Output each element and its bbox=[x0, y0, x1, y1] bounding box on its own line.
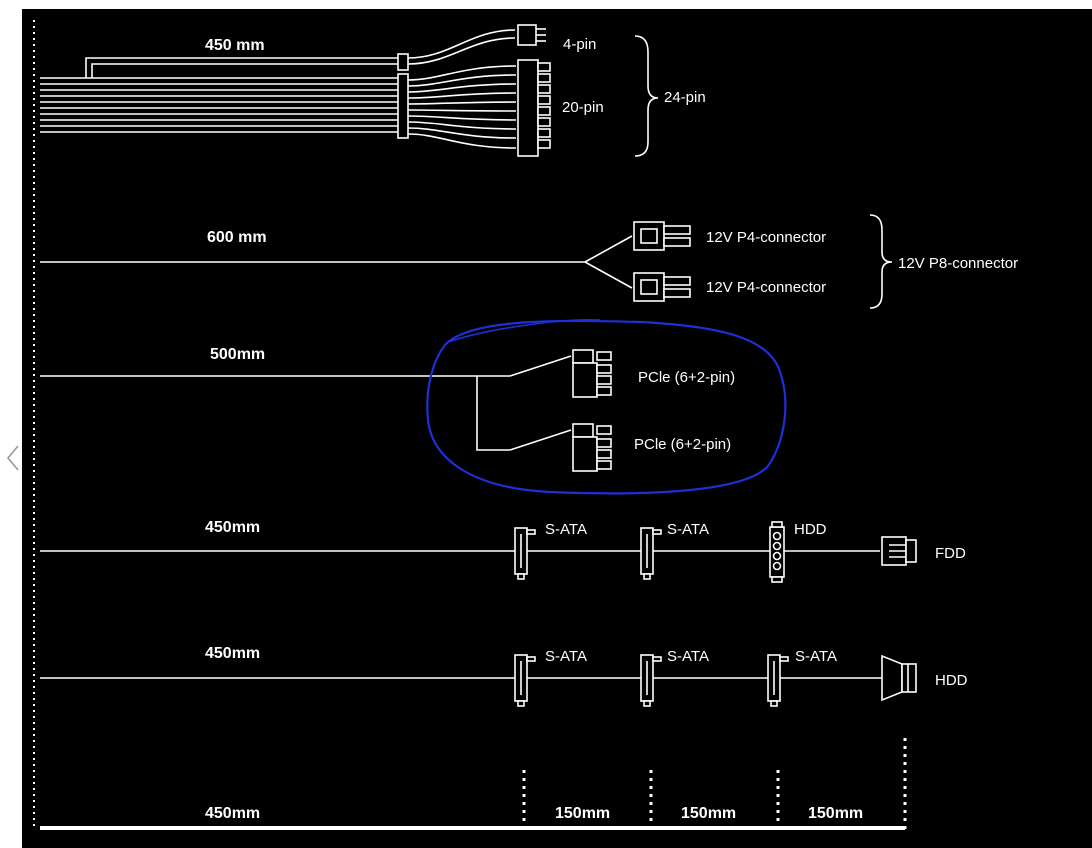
connector-4pin bbox=[517, 24, 546, 46]
cable-length-label: 600 mm bbox=[207, 229, 267, 246]
sleeve-4pin bbox=[397, 53, 409, 71]
scale-label: 450mm bbox=[205, 805, 260, 822]
cable-sata-hdd: 450mm S-ATA S-ATA S-ATA HDD bbox=[40, 645, 968, 707]
scale-label: 150mm bbox=[555, 805, 610, 822]
connector-pcie-b bbox=[572, 423, 612, 472]
connector-label: PCle (6+2-pin) bbox=[634, 436, 731, 453]
brace-icon bbox=[634, 35, 659, 157]
cable-diagram: 450 mm 4-pin bbox=[33, 20, 1018, 830]
group-label: 12V P8-connector bbox=[898, 255, 1018, 272]
cable-sata-hdd-fdd: 450mm S-ATA S-ATA HDD bbox=[40, 519, 966, 583]
cable-length-label: 500mm bbox=[210, 346, 265, 363]
cable-12v-p8: 600 mm 12V P4-connector 12V P4-connector… bbox=[40, 214, 1018, 309]
connector-sata bbox=[640, 527, 662, 580]
connector-label: 12V P4-connector bbox=[706, 229, 826, 246]
connector-label: HDD bbox=[794, 521, 827, 538]
connector-label: S-ATA bbox=[795, 648, 837, 665]
cable-length-label: 450mm bbox=[205, 519, 260, 536]
connector-sata bbox=[767, 654, 789, 707]
length-scale: 450mm 150mm 150mm 150mm bbox=[40, 738, 907, 830]
connector-label: FDD bbox=[935, 545, 966, 562]
connector-label: S-ATA bbox=[545, 648, 587, 665]
wire-bundle bbox=[40, 57, 398, 133]
connector-p4-a bbox=[633, 221, 691, 251]
connector-label: PCle (6+2-pin) bbox=[638, 369, 735, 386]
connector-sata bbox=[514, 527, 536, 580]
group-label: 24-pin bbox=[664, 89, 706, 106]
cable-length-label: 450mm bbox=[205, 645, 260, 662]
connector-fdd bbox=[881, 536, 917, 566]
scale-label: 150mm bbox=[681, 805, 736, 822]
wire-fanout bbox=[407, 65, 517, 149]
connector-sata bbox=[640, 654, 662, 707]
cable-length-label: 450 mm bbox=[205, 37, 265, 54]
sleeve-20pin bbox=[397, 73, 409, 139]
connector-label: 12V P4-connector bbox=[706, 279, 826, 296]
connector-molex-hdd-end bbox=[881, 654, 917, 702]
connector-label: HDD bbox=[935, 672, 968, 689]
cable-24pin: 450 mm 4-pin bbox=[40, 24, 706, 157]
connector-sata bbox=[514, 654, 536, 707]
chevron-left-icon[interactable] bbox=[6, 444, 20, 472]
connector-label: S-ATA bbox=[667, 521, 709, 538]
connector-label: 4-pin bbox=[563, 36, 596, 53]
highlight-annotation bbox=[426, 319, 787, 495]
connector-pcie-a bbox=[572, 349, 612, 398]
connector-20pin bbox=[517, 59, 551, 157]
cable-diagram-panel: 450 mm 4-pin bbox=[22, 9, 1092, 848]
highlight-annotation-overlap bbox=[445, 318, 601, 344]
scale-label: 150mm bbox=[808, 805, 863, 822]
brace-icon bbox=[869, 214, 893, 309]
connector-label: S-ATA bbox=[667, 648, 709, 665]
connector-label: S-ATA bbox=[545, 521, 587, 538]
connector-molex-hdd bbox=[769, 521, 785, 583]
cable-pcie: 500mm PCle (6+2-pin) PCle (6+2-pin) bbox=[40, 318, 787, 495]
connector-p4-b bbox=[633, 272, 691, 302]
connector-label: 20-pin bbox=[562, 99, 604, 116]
